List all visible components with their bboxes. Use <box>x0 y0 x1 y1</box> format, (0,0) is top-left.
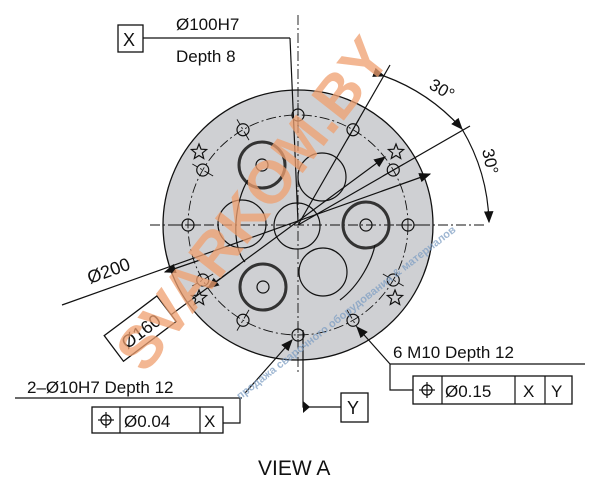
bolt-hole <box>346 123 360 137</box>
bolt-hole <box>236 313 250 327</box>
star-icon <box>385 288 405 306</box>
hole-centerline <box>236 309 250 331</box>
thread-leader <box>356 326 391 365</box>
thread-datum-1: X <box>523 382 534 401</box>
angle-arc-1 <box>372 67 463 130</box>
pin-hole-callout: 2–Ø10H7 Depth 12 <box>27 378 174 397</box>
dia-200-arrow <box>163 259 201 274</box>
star-icon <box>189 142 209 160</box>
thread-feature-control-frame: Ø0.15 X Y <box>412 375 573 405</box>
bore-leader <box>289 37 299 223</box>
outline-curve <box>339 244 376 301</box>
bolt-hole <box>346 313 360 327</box>
bolt-hole <box>236 123 250 137</box>
small-hole <box>256 280 270 294</box>
hole-centerline <box>382 273 404 287</box>
pocket-left <box>217 199 267 249</box>
angle-extension-line <box>297 125 471 226</box>
bore-depth: Depth 8 <box>176 47 236 66</box>
pocket-right <box>341 200 391 250</box>
star-icon <box>189 288 209 306</box>
pin-datum: X <box>204 412 215 431</box>
pocket-top-right <box>297 152 347 202</box>
hole-centerline <box>192 273 214 287</box>
dia-160-arrow <box>207 263 241 289</box>
pin-tolerance: Ø0.04 <box>124 412 170 431</box>
pin-leader <box>244 339 293 394</box>
bolt-hole <box>386 163 400 177</box>
datum-y-label: Y <box>347 398 359 418</box>
dia-160-dimension-line <box>129 156 386 346</box>
pocket-top-left <box>237 140 287 190</box>
bolt-hole <box>386 273 400 287</box>
view-label: VIEW A <box>258 457 330 480</box>
pocket-bottom-left <box>238 262 288 312</box>
small-hole <box>359 218 373 232</box>
hole-centerline <box>192 163 214 177</box>
hole-centerline <box>236 119 250 141</box>
angle-label-2: 30° <box>478 147 502 176</box>
bolt-hole <box>196 163 210 177</box>
thread-fcf-bracket <box>389 364 413 391</box>
small-hole <box>255 158 269 172</box>
star-markers <box>189 142 406 306</box>
angle-arc-2 <box>461 128 494 224</box>
thread-tolerance: Ø0.15 <box>445 382 491 401</box>
thread-datum-2: Y <box>551 382 562 401</box>
bore-callout: Ø100H7 <box>176 15 239 34</box>
datum-x-box <box>117 24 144 53</box>
dia-200-dimension-line <box>61 173 432 306</box>
position-icon <box>419 382 435 398</box>
position-icon <box>98 412 114 428</box>
inner-features <box>217 140 391 312</box>
outline-curve <box>235 179 249 263</box>
pocket-bottom-right <box>298 247 348 297</box>
datum-y-triangle <box>303 401 310 413</box>
datum-x-label: X <box>123 30 135 50</box>
datum-y-box <box>340 392 369 423</box>
pin-feature-control-frame: Ø0.04 X <box>91 406 224 434</box>
thread-callout: 6 M10 Depth 12 <box>393 343 514 362</box>
star-icon <box>386 142 406 160</box>
pin-fcf-bracket <box>223 398 241 424</box>
